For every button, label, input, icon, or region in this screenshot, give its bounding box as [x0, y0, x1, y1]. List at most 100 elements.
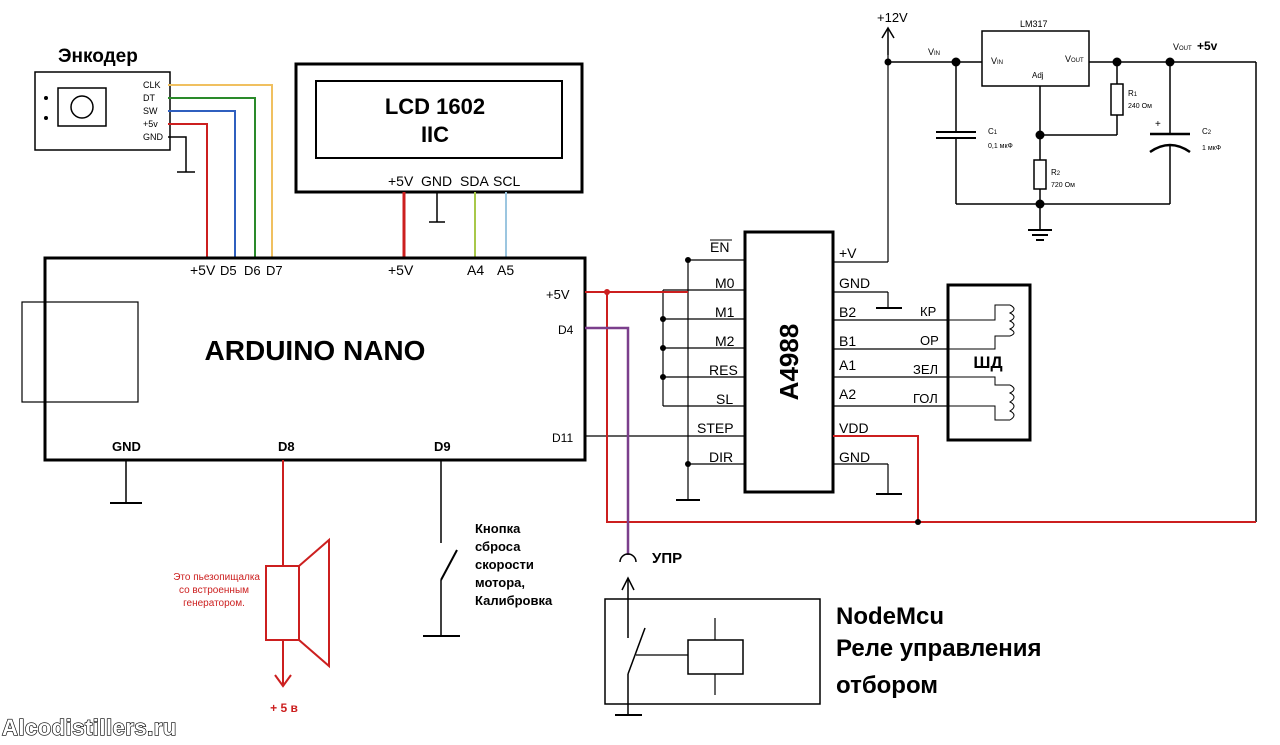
a4988-pin-label: B2 [839, 304, 856, 320]
a4988-title: A4988 [774, 324, 804, 401]
encoder-module: Энкодер CLK DT SW +5v GND [34, 46, 171, 151]
speaker-icon [298, 537, 330, 669]
buzzer: Это пьезопищалка со встроенным генератор… [173, 460, 330, 715]
wire-encoder-gnd [168, 136, 187, 172]
junction-dot [915, 519, 921, 525]
motor-wire-label: ОР [920, 333, 939, 348]
relay-subtitle: Реле управления [836, 635, 1042, 662]
lcd-title: LCD 1602 [385, 94, 485, 119]
arduino-pin-label: D8 [278, 439, 295, 454]
a4988-pin-label: STEP [697, 420, 734, 436]
r1-label: R1 [1128, 89, 1138, 98]
regulator-vin-label: VIN [928, 47, 940, 57]
lcd-pin-label: GND [421, 173, 452, 189]
c2-label: C2 [1202, 127, 1212, 136]
encoder-pin-label: DT [143, 93, 155, 103]
coil-wire [948, 304, 1010, 321]
arduino-pin-label: +5V [388, 262, 414, 278]
switch-contact-icon [440, 549, 458, 581]
r2-value: 720 Ом [1051, 182, 1075, 189]
calibration-button: Кнопка сброса скорости мотора, Калибровк… [423, 460, 553, 637]
junction-dots [660, 257, 691, 467]
button-note-line: мотора, [475, 575, 525, 590]
arduino-pin-label: D7 [266, 263, 283, 278]
button-note-line: Кнопка [475, 521, 521, 536]
wire-5v-bus [606, 292, 1256, 523]
lcd-pin-label: SCL [493, 173, 520, 189]
lm317-vout-label: VOUT [1065, 54, 1084, 64]
usb-connector [21, 301, 139, 403]
arrow-up-icon [621, 576, 635, 591]
arduino-pin-label: +5V [546, 287, 570, 302]
supply-12v-label: +12V [877, 10, 908, 25]
arduino-nano: ARDUINO NANO +5V D5 D6 D7 +5V A4 A5 +5V … [21, 256, 587, 462]
lm317-vin-label: VIN [991, 56, 1003, 66]
encoder-mount-hole [44, 96, 48, 100]
encoder-pin-label: SW [143, 106, 158, 116]
coil-icon [1008, 304, 1015, 337]
regulator-junctions [884, 57, 1175, 209]
encoder-pin-label: +5v [143, 119, 158, 129]
a4988-pin-label: GND [839, 275, 870, 291]
a4988-pin-label: M0 [715, 275, 735, 291]
buzzer-note-line: Это пьезопищалка [173, 572, 260, 583]
encoder-pin-label: CLK [143, 80, 161, 90]
relay-module: NodeMcu Реле управления отбором [604, 576, 1042, 716]
arduino-title: ARDUINO NANO [205, 335, 426, 366]
motor-title: ШД [973, 353, 1002, 372]
arduino-pin-label: D6 [244, 263, 261, 278]
coil-wire [948, 335, 1010, 350]
arduino-pin-label: GND [112, 439, 141, 454]
wire-encoder-5v [168, 123, 208, 258]
motor-wire-label: ГОЛ [913, 391, 938, 406]
arduino-pin-label: D5 [220, 263, 237, 278]
a4988-pin-label: B1 [839, 333, 856, 349]
capacitor-c2-plate [1149, 143, 1191, 154]
buzzer-body [265, 565, 300, 641]
relay-title: NodeMcu [836, 603, 944, 630]
a4988-pin-label: EN [710, 239, 729, 255]
arduino-pin-label: D4 [558, 323, 574, 337]
motor-wire-label: КР [920, 304, 936, 319]
arduino-pin-label: D9 [434, 439, 451, 454]
lcd-pin-label: +5V [388, 173, 414, 189]
lcd-subtitle: IIC [421, 122, 449, 147]
a4988-right-wiring [833, 55, 948, 495]
c2-plus-label: + [1155, 119, 1161, 130]
lm317-regulator: LM317 VIN VOUT Adj VIN VOUT +5v [928, 19, 1218, 87]
lm317-body [981, 30, 1090, 87]
stepper-motor: ШД КР ОР ЗЕЛ ГОЛ [913, 283, 1032, 442]
coil-wire [948, 376, 1010, 386]
arduino-board [43, 256, 587, 462]
arduino-pin-label: D11 [552, 431, 573, 445]
coil-wire [948, 405, 1010, 421]
buzzer-note-line: генератором. [183, 598, 245, 609]
regulator-chip-name: LM317 [1020, 19, 1048, 29]
watermark-text: Alcodistillers.ru [2, 715, 177, 740]
relay-coil [687, 639, 744, 675]
wire-sw-d5 [168, 110, 236, 258]
encoder-title: Энкодер [58, 46, 138, 67]
wire-vdd [833, 435, 919, 522]
wire-d4-relay [585, 326, 630, 555]
a4988-pin-label: DIR [709, 449, 733, 465]
a4988-pin-label: VDD [839, 420, 869, 436]
relay-contact-icon [627, 627, 646, 675]
resistor-r1 [1110, 83, 1124, 116]
motor-wire-label: ЗЕЛ [913, 362, 938, 377]
arrow-down-icon [274, 674, 292, 688]
lcd-screen [315, 80, 563, 159]
a4988-pin-label: A2 [839, 386, 856, 402]
resistor-r2 [1033, 159, 1047, 190]
coil-icon [1008, 384, 1015, 421]
button-note-line: Калибровка [475, 593, 553, 608]
arduino-pin-label: A5 [497, 262, 514, 278]
arduino-pin-label: A4 [467, 262, 484, 278]
junction-dot [604, 289, 610, 295]
a4988-pin-label: SL [716, 391, 733, 407]
regulator-output-label: +5v [1197, 39, 1218, 53]
r2-label: R2 [1051, 168, 1061, 177]
a4988-left-wiring [585, 259, 745, 501]
motor-body [946, 283, 1032, 442]
